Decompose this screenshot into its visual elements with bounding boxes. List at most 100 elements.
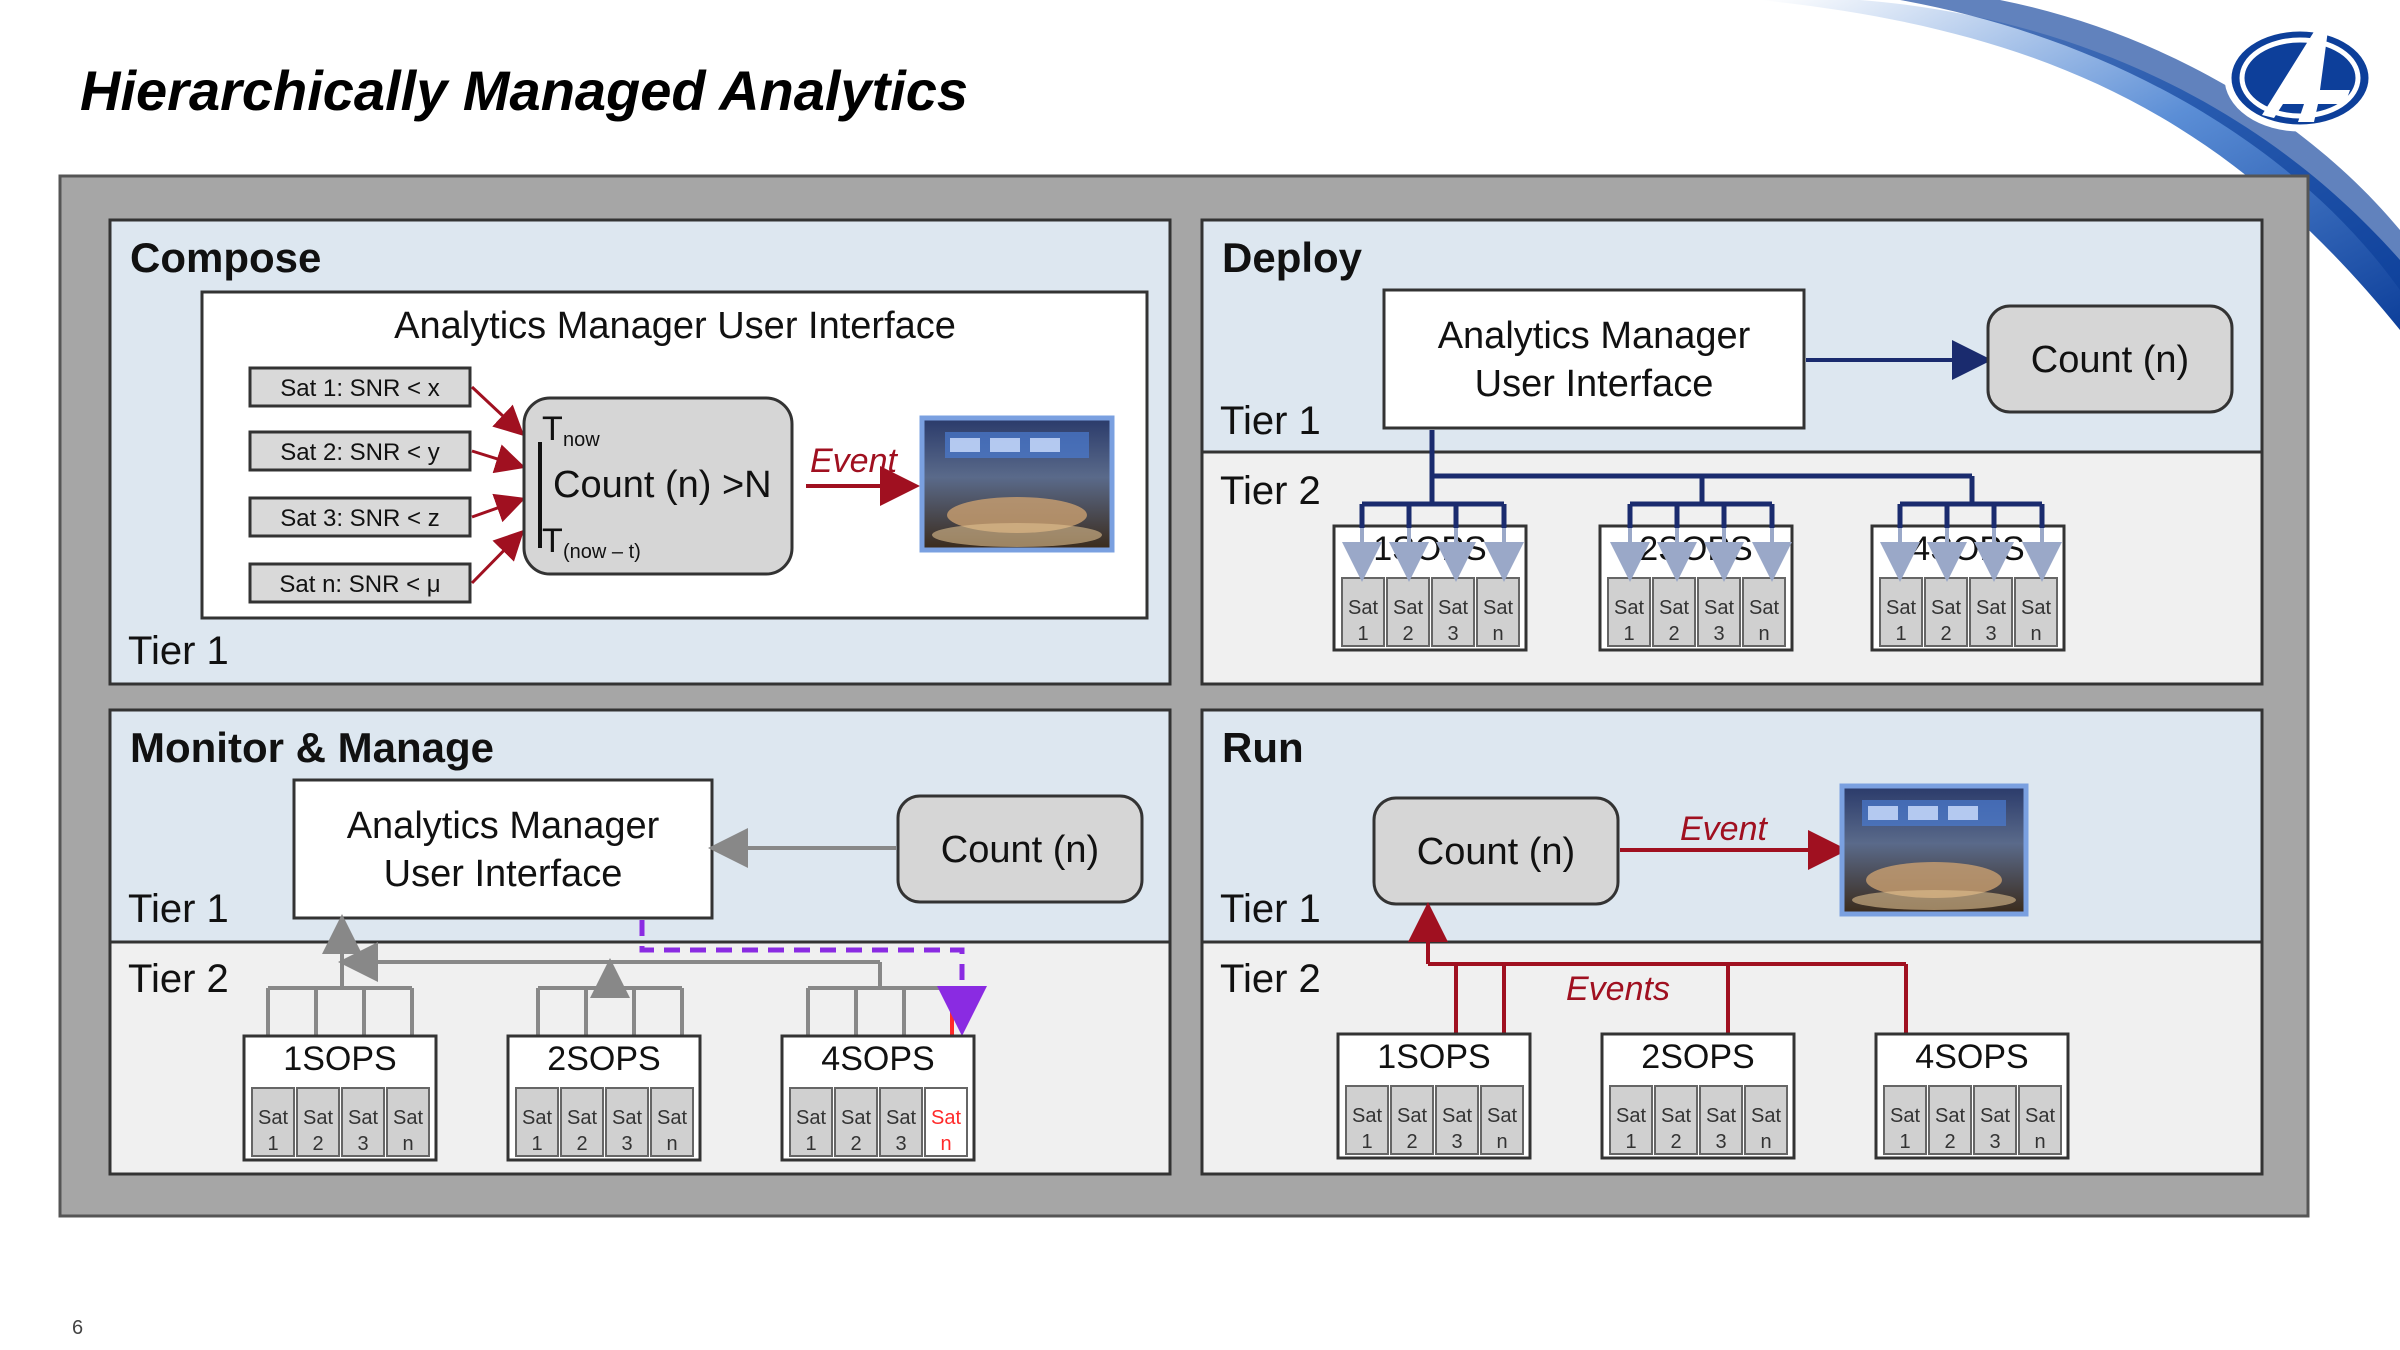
- sat-label: Sat: [1352, 1105, 1382, 1127]
- condition-item: Sat 2: SNR < y: [280, 439, 439, 466]
- sat-number: n: [402, 1133, 413, 1155]
- monitor-panel: Monitor & Manage Tier 1 Tier 2 Analytics…: [108, 708, 1172, 1176]
- sat-number: 3: [1715, 1131, 1726, 1153]
- sat-number: 1: [1895, 623, 1906, 645]
- sat-number: 1: [1625, 1131, 1636, 1153]
- sops-box: 2SOPS Sat 1 Sat 2 Sat 3 Sat n: [506, 1034, 702, 1162]
- compose-title: Compose: [130, 234, 321, 281]
- sat-label: Sat: [1980, 1105, 2010, 1127]
- sat-label: Sat: [1442, 1105, 1472, 1127]
- sat-label: Sat: [1397, 1105, 1427, 1127]
- monitor-connectors: [266, 914, 952, 1040]
- monitor-tier2-label: Tier 2: [128, 957, 229, 1001]
- sat-number: 3: [895, 1133, 906, 1155]
- sops-box: 1SOPS Sat 1 Sat 2 Sat 3 Sat n: [242, 1034, 438, 1162]
- deploy-ui-box: [1382, 288, 1806, 430]
- sops-name: 2SOPS: [547, 1040, 660, 1078]
- sat-label: Sat: [1749, 597, 1779, 619]
- rule-twindow: T: [542, 522, 563, 560]
- deploy-sat-arrows: [1342, 528, 2062, 582]
- sat-label: Sat: [2021, 597, 2051, 619]
- sat-number: 1: [267, 1133, 278, 1155]
- sops-box: 2SOPS Sat 1 Sat 2 Sat 3 Sat n: [1600, 1032, 1796, 1160]
- sat-label: Sat: [258, 1107, 288, 1129]
- sat-number: 2: [1402, 623, 1413, 645]
- deploy-ui-line2: User Interface: [1475, 363, 1714, 405]
- rule-expression: Count (n) >N: [553, 464, 772, 506]
- sat-number: n: [1492, 623, 1503, 645]
- run-tier2-label: Tier 2: [1220, 957, 1321, 1001]
- page-number: 6: [72, 1317, 83, 1339]
- sat-number: 2: [1668, 623, 1679, 645]
- sops-name: 1SOPS: [283, 1040, 396, 1078]
- sat-number: 2: [1406, 1131, 1417, 1153]
- deploy-tier2-label: Tier 2: [1220, 469, 1321, 513]
- sat-number: 2: [1944, 1131, 1955, 1153]
- sat-label: Sat: [1704, 597, 1734, 619]
- brand-swoosh: [1760, 0, 2400, 330]
- condition-item: Sat 3: SNR < z: [280, 505, 439, 532]
- monitor-ui-line1: Analytics Manager: [347, 805, 660, 847]
- sat-label: Sat: [1483, 597, 1513, 619]
- sat-number: 2: [576, 1133, 587, 1155]
- sat-label-alert: Sat: [931, 1107, 961, 1129]
- sat-number: 1: [805, 1133, 816, 1155]
- sat-number: 3: [1447, 623, 1458, 645]
- sat-number: 1: [1899, 1131, 1910, 1153]
- sat-number: 3: [357, 1133, 368, 1155]
- sat-label: Sat: [1890, 1105, 1920, 1127]
- sat-label: Sat: [841, 1107, 871, 1129]
- sat-number: 2: [1940, 623, 1951, 645]
- monitor-tier1-label: Tier 1: [128, 887, 229, 931]
- compose-tier-label: Tier 1: [128, 629, 229, 673]
- sops-name: 4SOPS: [821, 1040, 934, 1078]
- sat-number: n: [2030, 623, 2041, 645]
- slide-title: Hierarchically Managed Analytics: [80, 59, 968, 122]
- sat-number: n: [666, 1133, 677, 1155]
- sat-number: 3: [1713, 623, 1724, 645]
- rule-tnow: T: [542, 410, 563, 448]
- run-ops-center-image: [1839, 783, 2029, 917]
- deploy-title: Deploy: [1222, 234, 1363, 281]
- run-event-label: Event: [1680, 810, 1768, 848]
- sat-label: Sat: [1616, 1105, 1646, 1127]
- sat-number: 3: [1989, 1131, 2000, 1153]
- sat-number: 3: [1985, 623, 1996, 645]
- monitor-ui-box: [292, 778, 714, 920]
- sat-label: Sat: [612, 1107, 642, 1129]
- compose-ui-title: Analytics Manager User Interface: [394, 305, 956, 347]
- run-count-label: Count (n): [1417, 831, 1575, 873]
- sat-label: Sat: [796, 1107, 826, 1129]
- sops-box: 1SOPS Sat 1 Sat 2 Sat 3 Sat n: [1336, 1032, 1532, 1160]
- sat-number: 2: [1670, 1131, 1681, 1153]
- sat-number: 2: [850, 1133, 861, 1155]
- sops-name: 2SOPS: [1641, 1038, 1754, 1076]
- rule-tnow-sub: now: [563, 429, 600, 451]
- sat-label: Sat: [1661, 1105, 1691, 1127]
- monitor-command-dashed-arrow: [639, 920, 987, 1036]
- condition-item: Sat n: SNR < μ: [279, 571, 440, 598]
- sat-number: 1: [531, 1133, 542, 1155]
- deploy-ui-line1: Analytics Manager: [1438, 315, 1751, 357]
- sat-label: Sat: [657, 1107, 687, 1129]
- deploy-tier1-label: Tier 1: [1220, 399, 1321, 443]
- run-title: Run: [1222, 724, 1304, 771]
- condition-list: Sat 1: SNR < x Sat 2: SNR < y Sat 3: SNR…: [248, 366, 472, 604]
- monitor-count-label: Count (n): [941, 829, 1099, 871]
- sat-label: Sat: [348, 1107, 378, 1129]
- monitor-count-box: [896, 794, 1144, 904]
- sat-label: Sat: [303, 1107, 333, 1129]
- deploy-panel: Deploy Tier 1 Tier 2 Analytics Manager U…: [1200, 218, 2264, 686]
- sat-label: Sat: [1706, 1105, 1736, 1127]
- compose-panel: Compose Analytics Manager User Interface…: [108, 218, 1172, 686]
- run-panel: Run Tier 1 Tier 2 Count (n) Event: [1200, 708, 2264, 1176]
- sat-label: Sat: [1348, 597, 1378, 619]
- run-events-label: Events: [1566, 970, 1670, 1008]
- sat-label: Sat: [1886, 597, 1916, 619]
- sat-label: Sat: [2025, 1105, 2055, 1127]
- sat-number: 1: [1623, 623, 1634, 645]
- sat-number: n: [2034, 1131, 2045, 1153]
- sat-number: 1: [1357, 623, 1368, 645]
- sat-label: Sat: [1614, 597, 1644, 619]
